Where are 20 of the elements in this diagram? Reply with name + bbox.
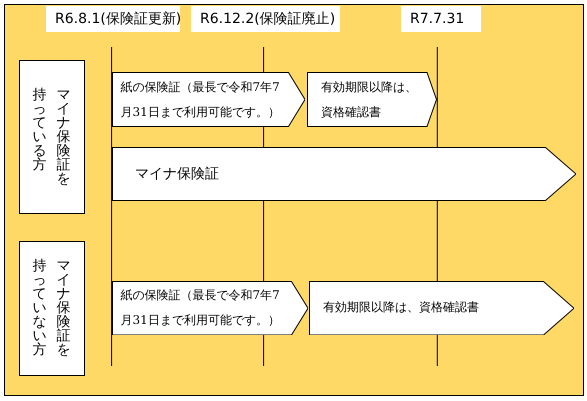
- date-label: R6.12.2(保険証廃止): [200, 10, 336, 28]
- group-box: [18, 60, 84, 214]
- date-box: [191, 6, 340, 32]
- band-label: 紙の保険証（最長で令和7年7月31日まで利用可能です。）: [120, 78, 281, 120]
- group-label: マイナ保険証を持っていない方: [32, 259, 70, 358]
- arrow-band: [308, 280, 574, 335]
- arrow-band: [112, 72, 305, 127]
- date-label: R7.7.31: [410, 10, 464, 27]
- date-box: [46, 6, 180, 32]
- group-label: マイナ保険証を持っている方: [32, 88, 70, 186]
- band-label: 有効期限以降は、資格確認書: [321, 78, 418, 120]
- band-label: 紙の保険証（最長で令和7年7月31日まで利用可能です。）: [120, 286, 281, 329]
- arrow-band: [112, 280, 308, 335]
- band-label: マイナ保険証: [135, 165, 219, 183]
- group-box: [18, 240, 84, 376]
- date-box: [401, 6, 481, 32]
- date-label: R6.8.1(保険証更新): [55, 10, 182, 28]
- arrow-band: [307, 72, 437, 127]
- arrow-band: [112, 147, 576, 201]
- band-label: 有効期限以降は、資格確認書: [323, 299, 479, 316]
